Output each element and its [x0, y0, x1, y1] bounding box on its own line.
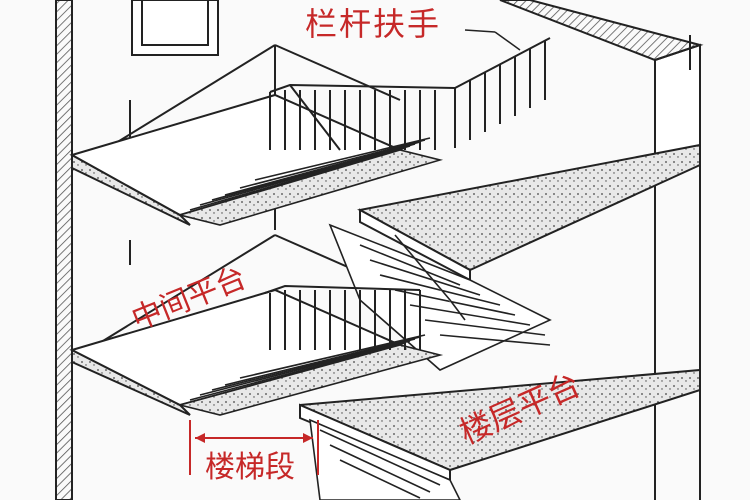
- upper-stair-flight: [176, 137, 444, 226]
- railing-leader-line: [464, 29, 521, 51]
- middle-stair-flight: [328, 223, 552, 371]
- upper-railing: [269, 37, 551, 151]
- lower-railing: [264, 284, 421, 350]
- lower-floor-slab: [299, 368, 701, 482]
- window: [131, 0, 219, 56]
- flight-dimension-marker: [189, 420, 319, 475]
- stair-flight-label: 楼梯段: [205, 450, 295, 485]
- railing-label: 栏杆扶手: [305, 5, 442, 43]
- lower-stair-flight: [176, 334, 444, 416]
- left-wall: [55, 0, 73, 500]
- bottom-stair-flight: [309, 418, 461, 500]
